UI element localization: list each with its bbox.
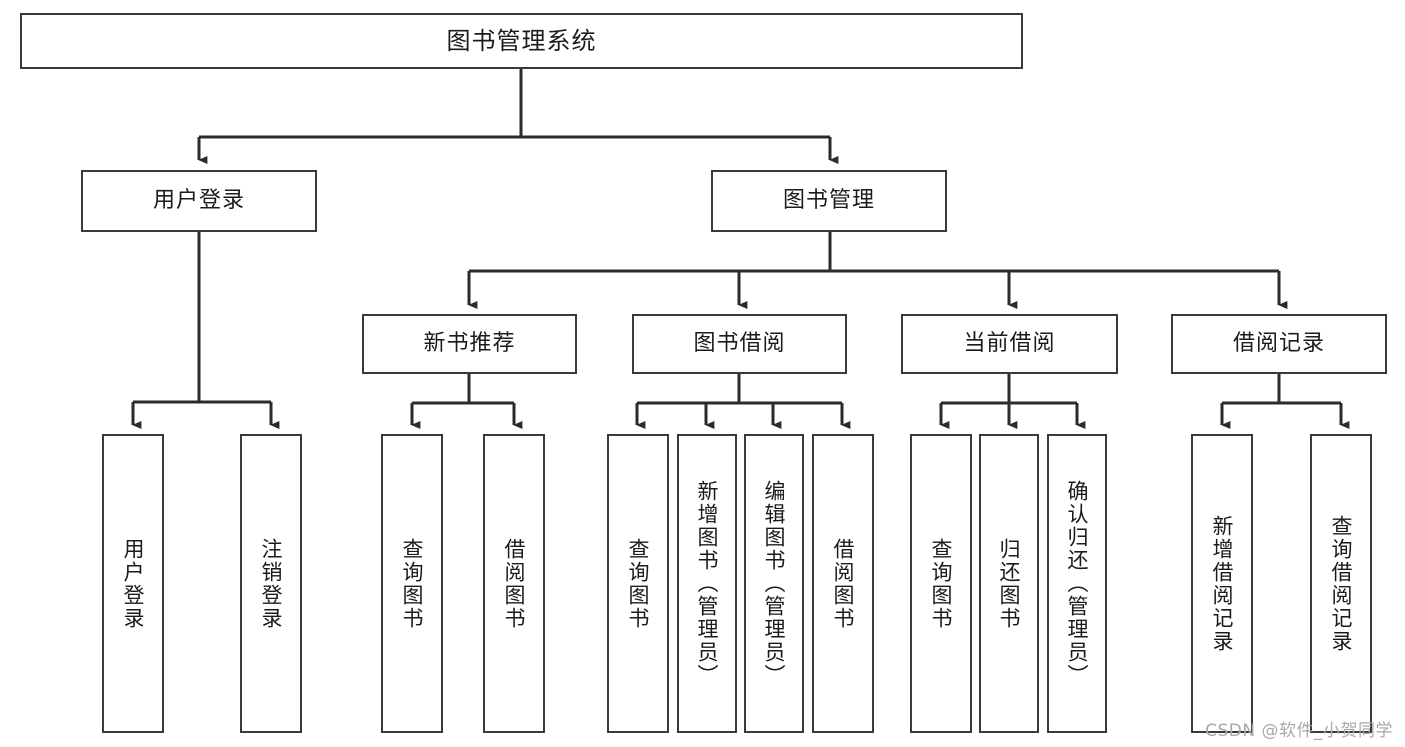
node-label: 新增图书（管理员） bbox=[695, 480, 720, 687]
node-label: 新书推荐 bbox=[423, 331, 516, 357]
node-label: 注销登录 bbox=[259, 537, 284, 630]
node-label: 查询图书 bbox=[929, 537, 954, 630]
node-label: 借阅记录 bbox=[1232, 331, 1325, 357]
node-label: 用户登录 bbox=[121, 537, 146, 630]
leaf-query-book-recommend[interactable]: 查询图书 bbox=[381, 434, 443, 733]
leaf-return-book[interactable]: 归还图书 bbox=[979, 434, 1039, 733]
node-root-book-management-system[interactable]: 图书管理系统 bbox=[20, 13, 1023, 69]
leaf-add-book-admin[interactable]: 新增图书（管理员） bbox=[677, 434, 737, 733]
node-label: 当前借阅 bbox=[963, 331, 1056, 357]
node-new-book-recommend[interactable]: 新书推荐 bbox=[362, 314, 577, 374]
leaf-borrow-book-recommend[interactable]: 借阅图书 bbox=[483, 434, 545, 733]
leaf-query-book-borrow[interactable]: 查询图书 bbox=[607, 434, 669, 733]
node-label: 查询借阅记录 bbox=[1329, 514, 1354, 653]
leaf-borrow-book[interactable]: 借阅图书 bbox=[812, 434, 874, 733]
node-label: 借阅图书 bbox=[831, 537, 856, 630]
node-label: 图书管理系统 bbox=[446, 26, 597, 55]
node-book-manage[interactable]: 图书管理 bbox=[711, 170, 947, 232]
node-borrow-record[interactable]: 借阅记录 bbox=[1171, 314, 1387, 374]
node-label: 借阅图书 bbox=[502, 537, 527, 630]
leaf-user-login[interactable]: 用户登录 bbox=[102, 434, 164, 733]
node-label: 归还图书 bbox=[997, 537, 1022, 630]
leaf-edit-book-admin[interactable]: 编辑图书（管理员） bbox=[744, 434, 804, 733]
node-label: 查询图书 bbox=[626, 537, 651, 630]
leaf-add-borrow-record[interactable]: 新增借阅记录 bbox=[1191, 434, 1253, 733]
leaf-query-book-current[interactable]: 查询图书 bbox=[910, 434, 972, 733]
node-label: 查询图书 bbox=[400, 537, 425, 630]
node-label: 编辑图书（管理员） bbox=[762, 480, 787, 687]
node-label: 图书管理 bbox=[782, 188, 875, 214]
node-label: 新增借阅记录 bbox=[1210, 514, 1235, 653]
leaf-query-borrow-record[interactable]: 查询借阅记录 bbox=[1310, 434, 1372, 733]
node-user-login[interactable]: 用户登录 bbox=[81, 170, 317, 232]
leaf-confirm-return-admin[interactable]: 确认归还（管理员） bbox=[1047, 434, 1107, 733]
node-label: 用户登录 bbox=[152, 188, 245, 214]
node-label: 确认归还（管理员） bbox=[1065, 480, 1090, 687]
node-book-borrow[interactable]: 图书借阅 bbox=[632, 314, 847, 374]
node-current-borrow[interactable]: 当前借阅 bbox=[901, 314, 1118, 374]
leaf-user-logout[interactable]: 注销登录 bbox=[240, 434, 302, 733]
node-label: 图书借阅 bbox=[693, 331, 786, 357]
